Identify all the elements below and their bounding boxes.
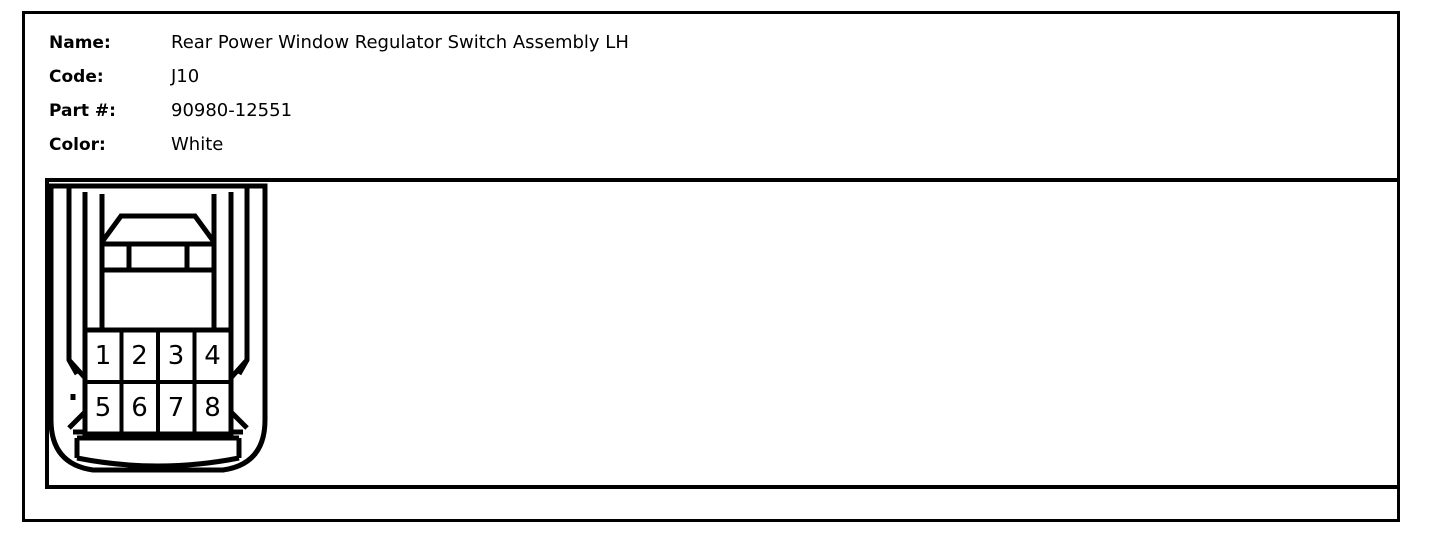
spec-label-code: Code:	[49, 67, 104, 87]
spec-value-name: Rear Power Window Regulator Switch Assem…	[171, 32, 629, 53]
pin-label-7: 7	[168, 393, 185, 423]
footer-divider	[45, 485, 1400, 489]
header-divider	[45, 178, 1400, 182]
pin-label-5: 5	[95, 393, 112, 423]
connector-svg: 1 2 3 4 5 6 7 8	[48, 183, 268, 473]
pin-label-8: 8	[204, 393, 221, 423]
connector-data-sheet: Name: Rear Power Window Regulator Switch…	[22, 11, 1400, 522]
spec-value-part-number: 90980-12551	[171, 100, 293, 121]
footer-strip	[45, 489, 1400, 519]
bottom-band-bottom	[76, 455, 240, 469]
pin-label-2: 2	[131, 341, 148, 371]
pin-label-1: 1	[95, 341, 112, 371]
pin-label-6: 6	[131, 393, 148, 423]
diagram-cell-left-rule	[45, 178, 49, 489]
spec-label-part-number: Part #:	[49, 101, 116, 121]
connector-body-outline	[48, 183, 268, 473]
pin-grid: 1 2 3 4 5 6 7 8	[82, 327, 234, 437]
diagram-area: 1 2 3 4 5 6 7 8	[45, 182, 1400, 485]
spec-value-color: White	[171, 134, 224, 155]
latch-arch	[99, 213, 217, 244]
spec-label-color: Color:	[49, 135, 106, 155]
right-rail-outer-wall	[236, 188, 250, 376]
left-rail-outer-wall	[66, 188, 80, 376]
connector-diagram: 1 2 3 4 5 6 7 8	[47, 182, 269, 476]
spec-header: Name: Rear Power Window Regulator Switch…	[25, 14, 1397, 178]
pin-label-4: 4	[204, 341, 221, 371]
spec-value-code: J10	[171, 66, 200, 87]
spec-label-name: Name:	[49, 33, 111, 53]
latch-center-pad	[126, 241, 190, 273]
pin-label-3: 3	[168, 341, 185, 371]
